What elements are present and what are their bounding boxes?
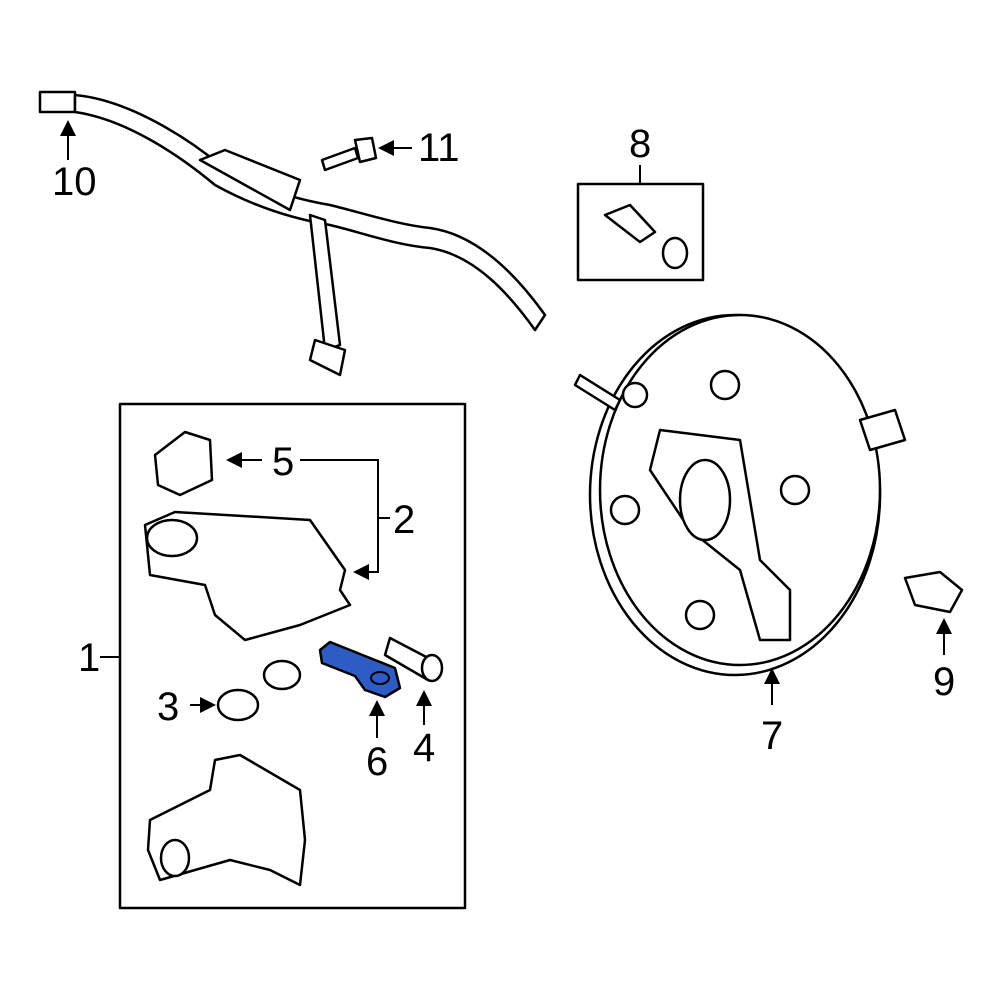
reservoir-cap[interactable] — [153, 430, 214, 497]
grommet[interactable] — [262, 659, 302, 691]
callout-4: 4 — [413, 726, 436, 770]
vacuum-hose[interactable] — [38, 90, 547, 377]
grommet[interactable] — [661, 236, 689, 270]
callout-7: 7 — [761, 714, 784, 758]
grommet-3[interactable] — [216, 688, 260, 722]
callout-2: 2 — [393, 498, 416, 542]
callout-10: 10 — [52, 160, 97, 204]
callout-9: 9 — [933, 660, 956, 704]
bolt-11[interactable] — [320, 136, 378, 172]
highlighted-part-6[interactable] — [318, 640, 402, 699]
callout-3: 3 — [157, 685, 180, 729]
brake-booster[interactable] — [573, 313, 907, 677]
nut-9[interactable] — [903, 570, 964, 614]
check-valve[interactable] — [603, 203, 657, 244]
callout-1: 1 — [78, 636, 101, 680]
callout-5: 5 — [272, 440, 295, 484]
callout-6: 6 — [366, 740, 389, 784]
callout-11: 11 — [418, 126, 460, 170]
callout-8: 8 — [629, 122, 652, 166]
